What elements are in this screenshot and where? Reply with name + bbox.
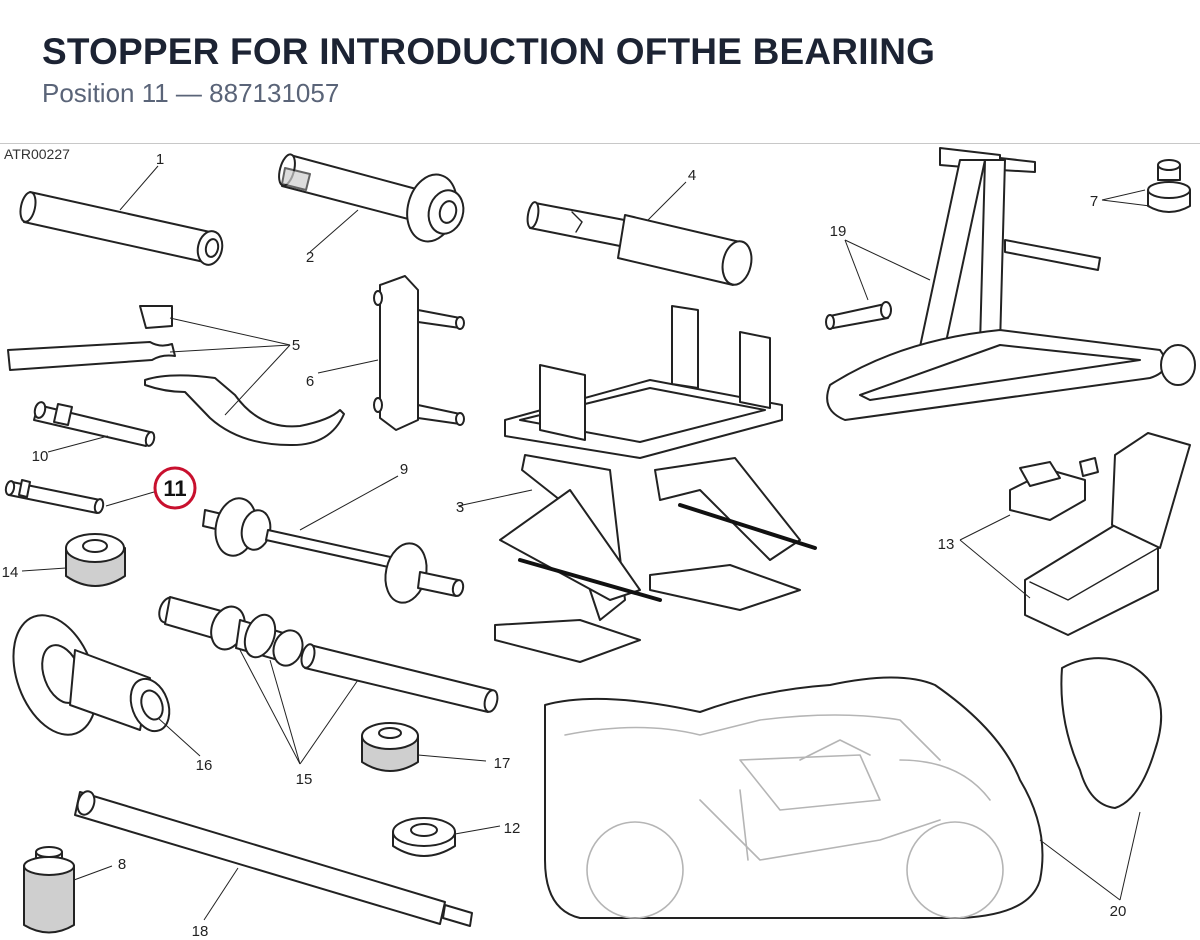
callout-8: 8 — [118, 856, 126, 873]
callout-4: 4 — [688, 167, 696, 184]
callout-18: 18 — [192, 923, 209, 940]
callout-11: 11 — [163, 476, 186, 501]
part-9-rod — [202, 497, 465, 604]
figure-code: ATR00227 — [4, 146, 70, 162]
part-20-cover — [544, 657, 1163, 919]
callout-3: 3 — [456, 499, 464, 516]
highlight-ring — [153, 466, 197, 510]
part-3-lift-stand — [494, 305, 817, 663]
page-title: STOPPER FOR INTRODUCTION OFTHE BEARIING — [42, 31, 936, 72]
part-18-rod — [74, 790, 473, 927]
leader-lines — [21, 165, 1151, 921]
part-16-flanged-bushing — [12, 614, 171, 736]
callout-14: 14 — [2, 564, 19, 581]
part-11-stopper — [4, 479, 105, 514]
part-7-fitting — [1147, 159, 1191, 213]
part-10-pin — [33, 401, 156, 447]
page-subtitle: Position 11 — 887131057 — [42, 78, 340, 108]
part-13-tool-case — [1009, 432, 1191, 636]
callout-16: 16 — [196, 757, 213, 774]
callout-5: 5 — [292, 337, 300, 354]
part-2-bushing — [278, 153, 465, 243]
part-14-nut — [65, 533, 126, 587]
callout-6: 6 — [306, 373, 314, 390]
part-15-sleeve-set — [158, 596, 499, 713]
part-6-bracket — [373, 275, 465, 431]
part-12-ring — [392, 817, 456, 857]
callout-13: 13 — [938, 536, 955, 553]
part-4-shaft — [526, 201, 753, 286]
callout-1: 1 — [156, 151, 164, 168]
part-1-tube — [19, 191, 224, 266]
callout-10: 10 — [32, 448, 49, 465]
callout-labels: 1 2 3 4 5 6 7 8 9 10 12 13 14 15 16 17 1… — [2, 151, 1127, 940]
callout-20: 20 — [1110, 903, 1127, 920]
part-5-spanner — [7, 305, 345, 447]
part-19-rear-stand — [825, 147, 1196, 421]
callout-17: 17 — [494, 755, 511, 772]
callout-9: 9 — [400, 461, 408, 478]
callout-15: 15 — [296, 771, 313, 788]
callout-12: 12 — [504, 820, 521, 837]
callout-2: 2 — [306, 249, 314, 266]
part-8-knurled-tool — [23, 846, 75, 934]
part-17-nut — [361, 722, 419, 772]
callout-7: 7 — [1090, 193, 1098, 210]
callout-19: 19 — [830, 223, 847, 240]
header-divider — [0, 143, 1200, 144]
